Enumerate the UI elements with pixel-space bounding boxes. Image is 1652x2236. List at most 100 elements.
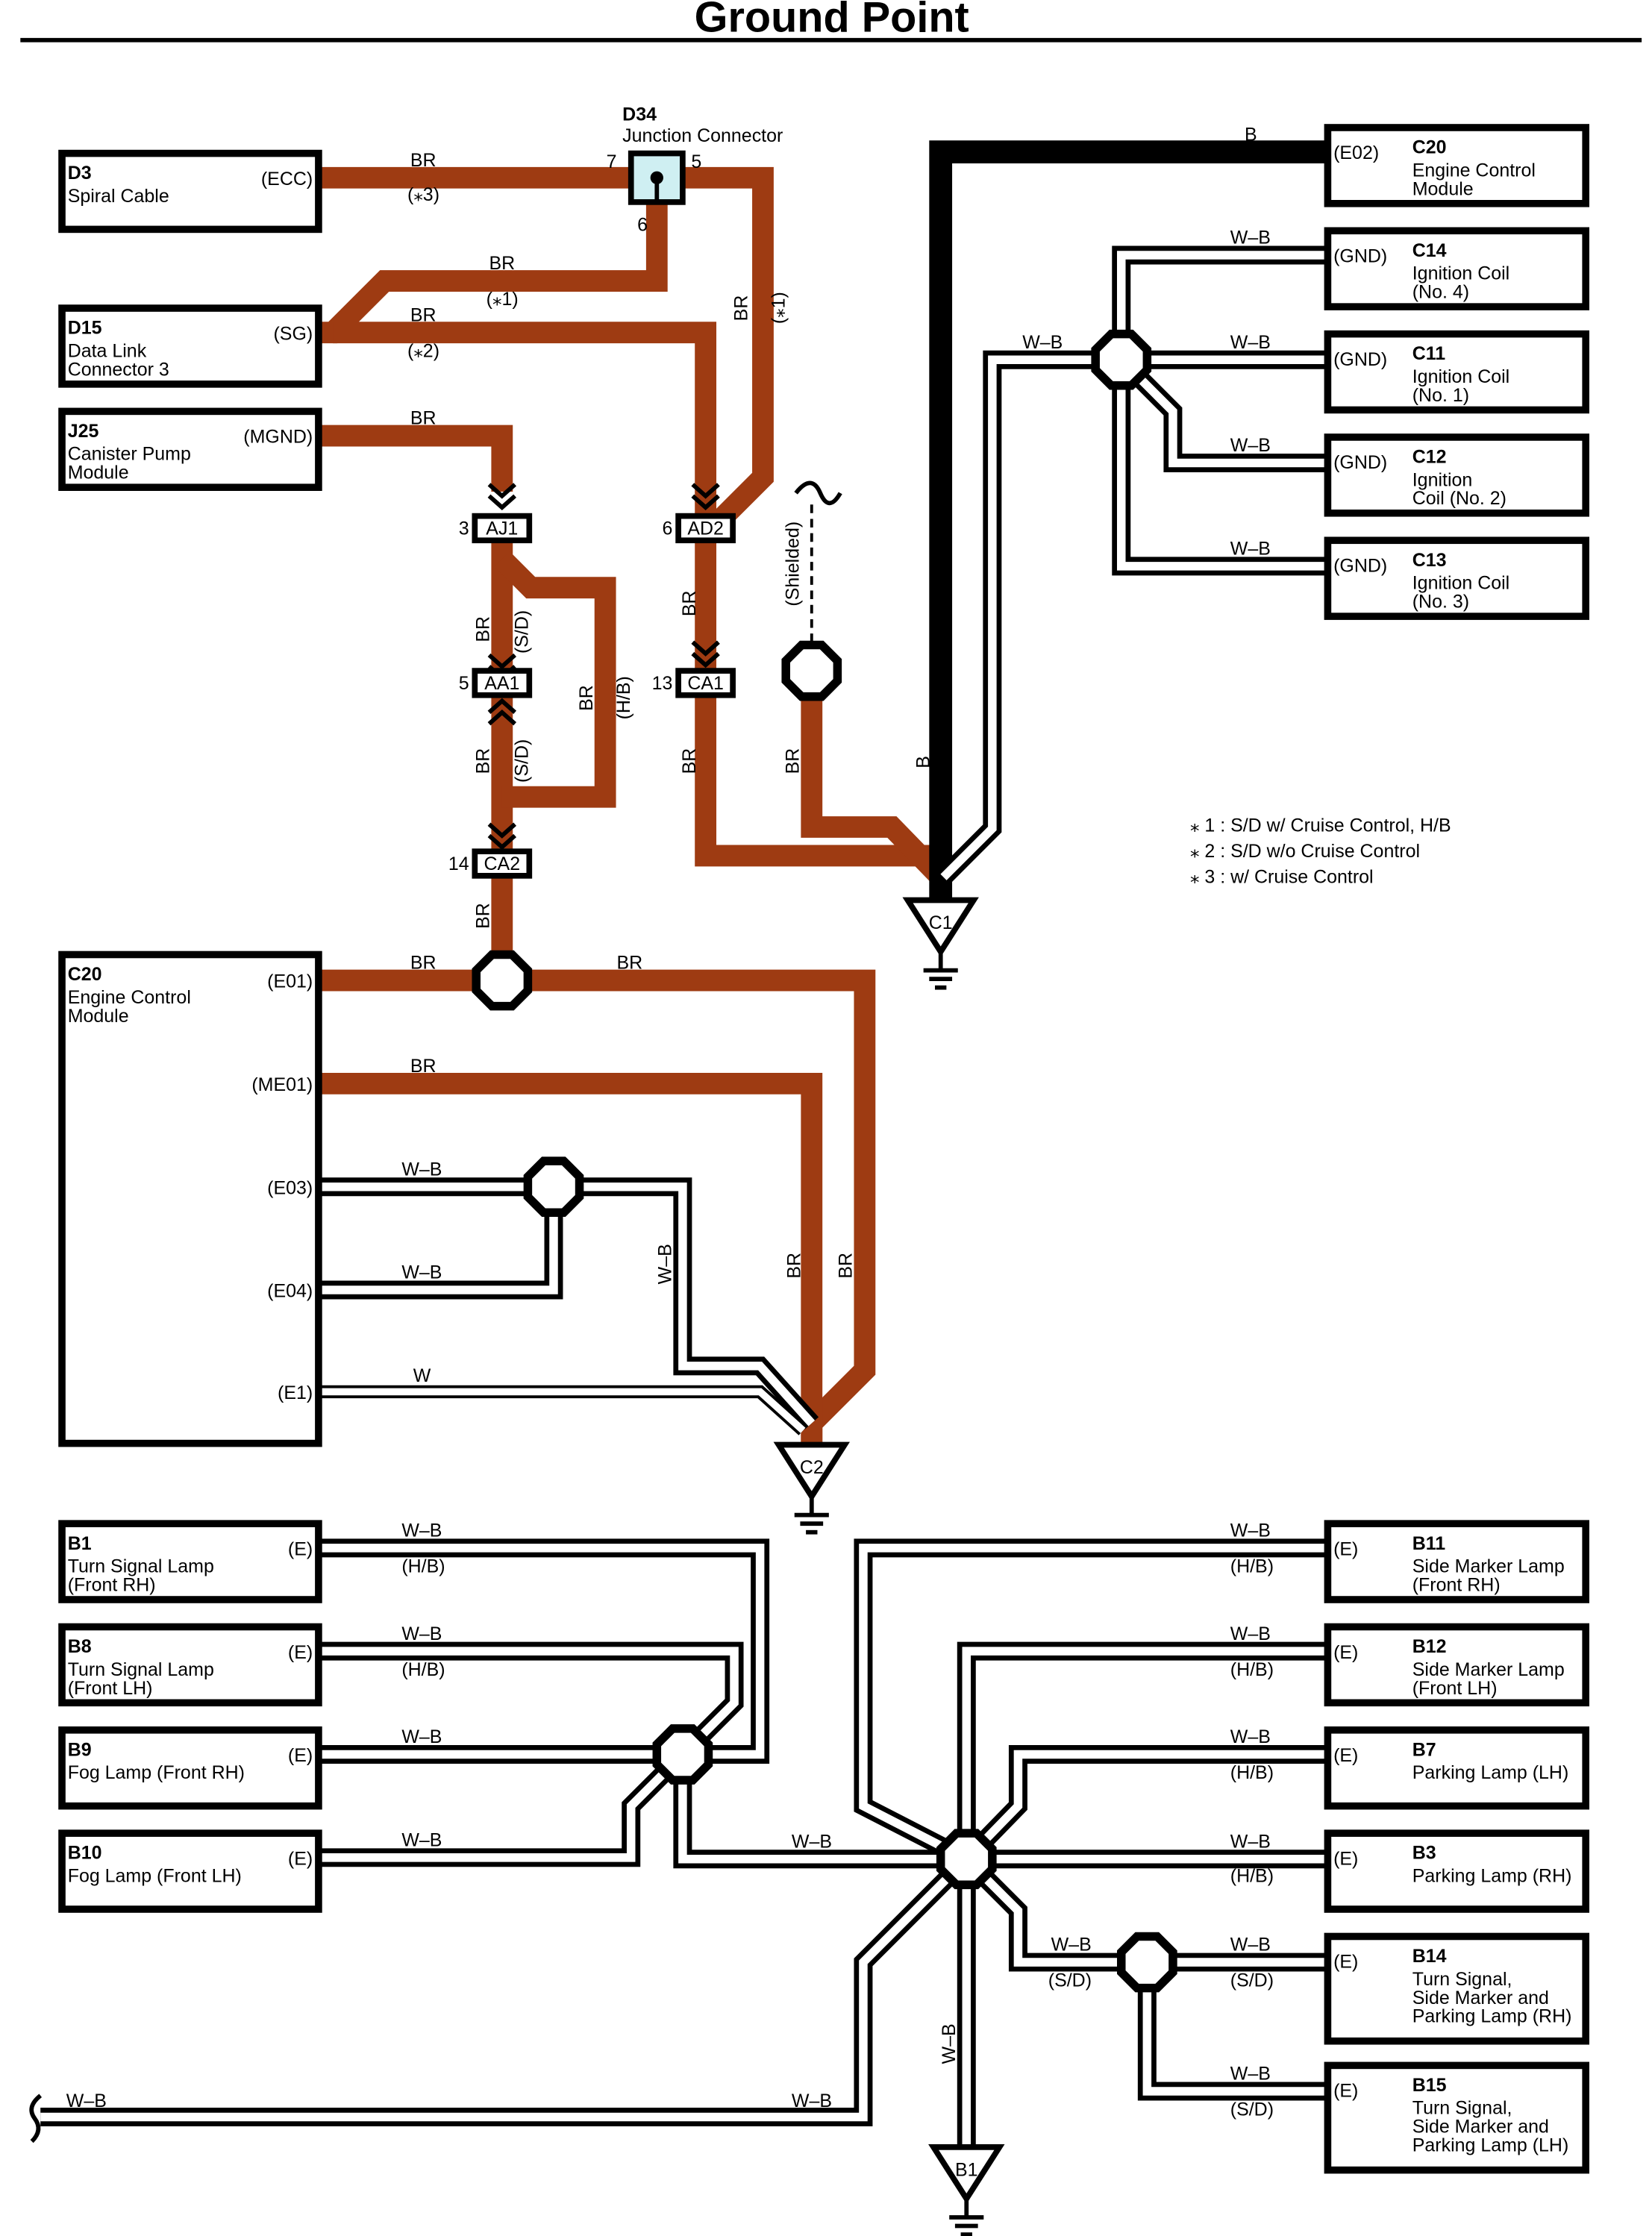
wire-label: BR [679, 748, 700, 774]
svg-text:(No. 1): (No. 1) [1412, 385, 1469, 406]
svg-text:Parking Lamp (LH): Parking Lamp (LH) [1412, 2135, 1569, 2156]
svg-text:Data Link: Data Link [68, 340, 147, 361]
svg-text:B10: B10 [68, 1843, 102, 1864]
connector-aa1-pin: 5 [459, 673, 469, 694]
footnotes: ⁎ 1 : S/D w/ Cruise Control, H/B ⁎ 2 : S… [1190, 815, 1451, 887]
wire-label: W–B [1230, 538, 1271, 559]
component-c13: (GND) C13 Ignition Coil (No. 3) [1324, 536, 1590, 620]
ground-c1: C1 [902, 897, 979, 990]
component-b15: (E) B15 Turn Signal, Side Marker and Par… [1324, 2061, 1590, 2174]
splice-ignition-coils [1091, 329, 1152, 390]
connector-chevron-icon [487, 483, 517, 510]
svg-text:B3: B3 [1412, 1843, 1436, 1864]
svg-text:Fog Lamp (Front RH): Fog Lamp (Front RH) [68, 1762, 245, 1783]
svg-text:C20: C20 [68, 964, 102, 985]
svg-text:(GND): (GND) [1333, 452, 1387, 473]
svg-text:(E): (E) [288, 1642, 313, 1663]
junction-pin-6: 6 [637, 214, 648, 235]
variant-tag: (⁎1) [768, 292, 789, 324]
wire-label: W–B [1230, 1935, 1271, 1955]
svg-text:B9: B9 [68, 1739, 92, 1760]
wire-label: W–B [66, 2091, 107, 2111]
ground-c1-label: C1 [929, 912, 953, 933]
footnote-2: ⁎ 2 : S/D w/o Cruise Control [1190, 841, 1420, 862]
svg-text:Fog Lamp (Front LH): Fog Lamp (Front LH) [68, 1865, 242, 1886]
splice-nodes [472, 329, 1177, 1993]
svg-text:B7: B7 [1412, 1739, 1436, 1760]
svg-text:Canister Pump: Canister Pump [68, 444, 191, 465]
connector-chevron-icon [487, 698, 517, 726]
svg-text:J25: J25 [68, 421, 99, 442]
connector-aa1 [472, 668, 533, 698]
variant-tag: (S/D) [1230, 2099, 1274, 2120]
svg-text:D15: D15 [68, 318, 102, 339]
wire-label: W–B [1230, 1623, 1271, 1644]
connector-chevron-icon [691, 640, 720, 668]
junction-id: D34 [622, 104, 657, 125]
component-b3: (E) B3 Parking Lamp (RH) [1324, 1829, 1590, 1913]
variant-tag: (⁎3) [407, 184, 439, 205]
wire-label: W–B [401, 1829, 442, 1850]
svg-text:Module: Module [68, 1006, 129, 1027]
variant-tag: (⁎1) [486, 289, 519, 310]
svg-text:(No. 4): (No. 4) [1412, 282, 1469, 303]
svg-text:(E): (E) [1333, 1642, 1358, 1663]
svg-text:(No. 3): (No. 3) [1412, 592, 1469, 613]
svg-text:Engine Control: Engine Control [1412, 160, 1536, 181]
wire-label: W–B [1230, 2064, 1271, 2085]
wire-label: W–B [939, 2023, 960, 2064]
splice-left-lamps [652, 1724, 713, 1785]
splice-e03-e04 [523, 1156, 584, 1218]
wire-label: BR [410, 408, 437, 429]
wire-label: W–B [1022, 332, 1063, 353]
variant-tag: (H/B) [401, 1556, 445, 1577]
svg-text:B14: B14 [1412, 1946, 1447, 1967]
svg-text:Spiral Cable: Spiral Cable [68, 186, 169, 207]
wire-label: BR [783, 1253, 804, 1279]
wire-label: BR [410, 304, 437, 325]
splice-e01 [472, 950, 533, 1011]
w-wire-e1 [318, 1385, 808, 1435]
variant-tag: (S/D) [1048, 1970, 1092, 1991]
wire-label: W [413, 1365, 431, 1386]
svg-text:Side Marker and: Side Marker and [1412, 2117, 1549, 2138]
svg-text:(ME01): (ME01) [251, 1074, 313, 1095]
connector-chevron-icon [487, 822, 517, 851]
ground-c2: C2 [773, 1441, 850, 1535]
svg-text:Turn Signal,: Turn Signal, [1412, 1969, 1512, 1990]
wire-label: W–B [1230, 332, 1271, 353]
svg-text:Ignition: Ignition [1412, 469, 1473, 490]
component-c11: (GND) C11 Ignition Coil (No. 1) [1324, 330, 1590, 414]
svg-text:Module: Module [1412, 178, 1474, 199]
svg-text:Ignition Coil: Ignition Coil [1412, 366, 1509, 387]
svg-text:B8: B8 [68, 1636, 92, 1657]
svg-text:(E): (E) [1333, 1848, 1358, 1869]
ground-b1-label: B1 [955, 2159, 978, 2180]
br-wires [318, 166, 949, 1448]
svg-text:(E): (E) [288, 1745, 313, 1766]
wire-label: W–B [1051, 1935, 1092, 1955]
wire-label: W–B [401, 1520, 442, 1541]
svg-text:Turn Signal Lamp: Turn Signal Lamp [68, 1659, 214, 1680]
shielded-label: (Shielded) [782, 522, 803, 607]
svg-text:(E): (E) [1333, 1745, 1358, 1766]
component-d15: D15 Data Link Connector 3 (SG) [58, 304, 322, 388]
wire-label: BR [473, 903, 494, 929]
svg-text:(E): (E) [288, 1538, 313, 1559]
svg-text:(Front LH): (Front LH) [68, 1678, 153, 1699]
wire-break-icon [29, 2093, 43, 2143]
wire-labels: BR (⁎3) BR (⁎1) BR (⁎2) BR BR (⁎1) B B B… [66, 124, 1274, 2120]
footnote-3: ⁎ 3 : w/ Cruise Control [1190, 866, 1374, 887]
wire-label: BR [836, 1253, 857, 1279]
svg-text:Turn Signal Lamp: Turn Signal Lamp [68, 1556, 214, 1577]
wire-label: BR [782, 748, 803, 774]
variant-tag: (H/B) [1230, 1659, 1274, 1680]
component-b11: (E) B11 Side Marker Lamp (Front RH) [1324, 1520, 1590, 1603]
junction-pin-5: 5 [691, 151, 701, 172]
component-b14: (E) B14 Turn Signal, Side Marker and Par… [1324, 1932, 1590, 2045]
connector-ad2-pin: 6 [663, 519, 673, 539]
svg-text:B1: B1 [68, 1533, 92, 1554]
svg-text:(E): (E) [288, 1848, 313, 1869]
svg-text:Parking Lamp (RH): Parking Lamp (RH) [1412, 2006, 1572, 2027]
